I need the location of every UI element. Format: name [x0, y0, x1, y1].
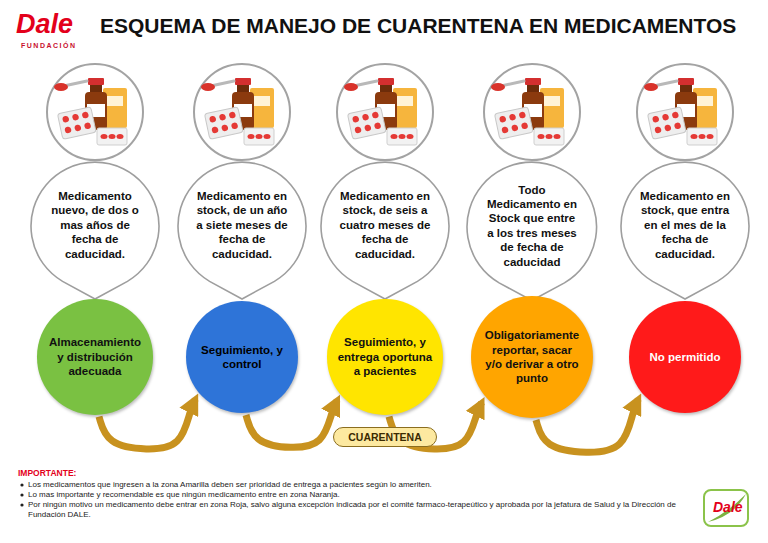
node-text: Medicamento en stock, que entra en el me… — [638, 160, 732, 261]
logo-frame — [704, 490, 748, 526]
action-circle: Seguimiento, y entrega oportuna a pacien… — [327, 299, 442, 414]
action-circle: Obligatoriamente reportar, sacar y/o der… — [471, 296, 593, 418]
medicine-illustration — [194, 64, 290, 160]
node-text: Obligatoriamente reportar, sacar y/o der… — [484, 328, 580, 386]
logo-subtitle: FUNDACIÓN — [21, 42, 77, 50]
node-text: CUARENTENA — [348, 431, 422, 443]
diagram-title: ESQUEMA DE MANEJO DE CUARENTENA EN MEDIC… — [100, 14, 736, 38]
bullet-dot — [20, 503, 23, 506]
node-text: No permitido — [637, 350, 733, 364]
medicine-illustration — [47, 64, 143, 160]
note-bullet: Los medicamentos que ingresen a la zona … — [28, 480, 696, 490]
medicine-illustration — [484, 64, 580, 160]
action-circle: Seguimiento, y control — [186, 301, 298, 413]
bullet-dot — [20, 483, 23, 486]
logo-text: Dale — [713, 499, 743, 516]
note-bullet: Lo mas importante y recomendable es que … — [28, 490, 696, 500]
node-text: Medicamento en stock, de un año a siete … — [195, 160, 289, 261]
condition-balloon: Medicamento en stock, que entra en el me… — [620, 160, 750, 300]
condition-balloon: Medicamento en stock, de un año a siete … — [177, 160, 307, 300]
action-circle: No permitido — [629, 301, 741, 413]
medicine-illustration — [637, 64, 733, 160]
node-text: Todo Medicamento en Stock que entre a lo… — [485, 160, 579, 269]
logo-swoosh — [708, 494, 746, 522]
node-text: Seguimiento, y control — [194, 343, 290, 372]
node-text: Medicamento en stock, de seis a cuatro m… — [338, 160, 432, 261]
condition-balloon: Medicamento nuevo, de dos o mas años de … — [30, 160, 160, 300]
note-bullet: Por ningún motivo un medicamento debe en… — [28, 500, 696, 519]
action-circle: Almacenamiento y distribución adecuada — [37, 299, 152, 414]
quarantine-badge: CUARENTENA — [333, 427, 437, 447]
node-text: Seguimiento, y entrega oportuna a pacien… — [337, 335, 433, 378]
node-text: Medicamento nuevo, de dos o mas años de … — [48, 160, 142, 261]
condition-balloon: Medicamento en stock, de seis a cuatro m… — [320, 160, 450, 300]
bullet-dot — [20, 493, 23, 496]
note-heading: IMPORTANTE: — [18, 468, 76, 478]
medicine-illustration — [337, 64, 433, 160]
condition-balloon: Todo Medicamento en Stock que entre a lo… — [466, 160, 598, 302]
node-text: Almacenamiento y distribución adecuada — [47, 335, 143, 378]
logo-text: Dale — [16, 8, 73, 40]
